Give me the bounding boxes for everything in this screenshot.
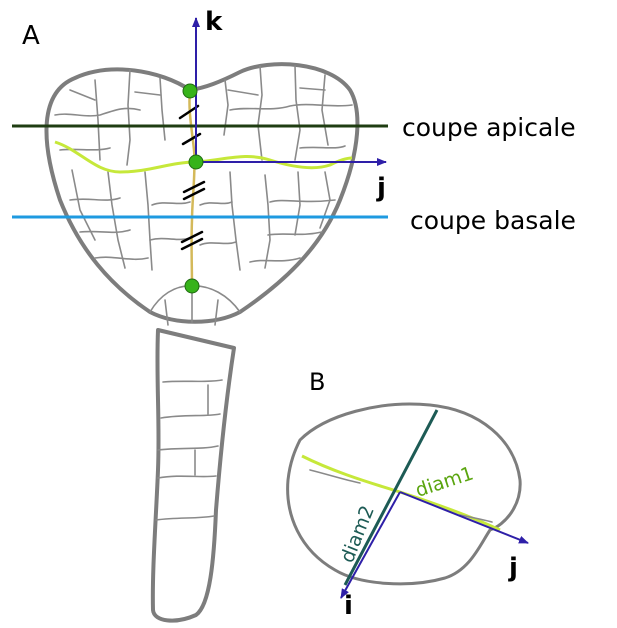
suspensor-outline [153,330,234,621]
green-dot-marker-base [185,279,199,293]
panel-a-label: A [22,21,40,51]
k-axis-label: k [205,7,223,37]
b-j-axis-label: j [508,553,518,583]
green-dot-marker-center [189,155,203,169]
apical-cut-label: coupe apicale [402,113,576,142]
basal-cut-label: coupe basale [410,206,576,235]
green-dot-marker-top [183,84,197,98]
panel-b: B diam1 diam2 j i [288,368,528,621]
j-axis-label: j [376,173,386,203]
panel-b-label: B [309,368,325,396]
embryo-outline [46,64,357,322]
b-i-axis-label: i [344,591,353,621]
